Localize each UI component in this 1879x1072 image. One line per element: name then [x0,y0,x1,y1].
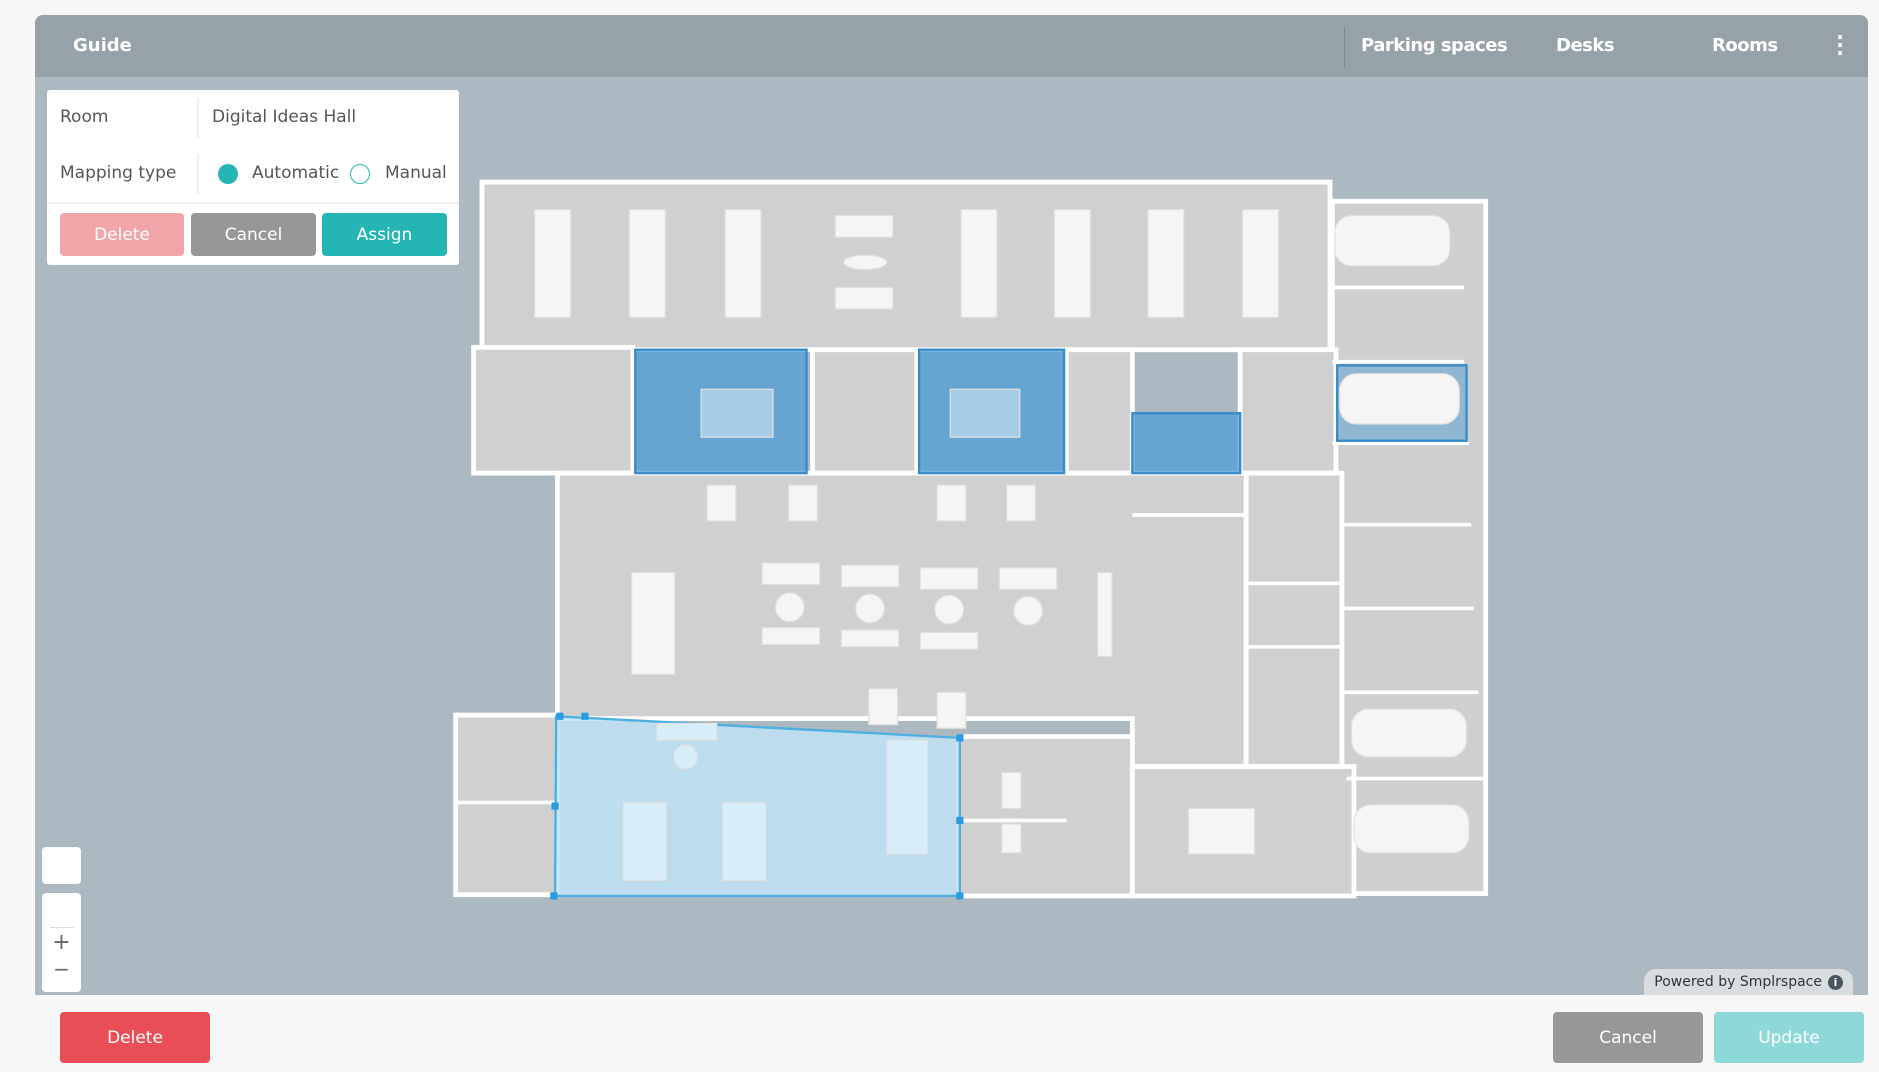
cancel-button[interactable]: Cancel [1553,1012,1703,1063]
room-label: Room [60,107,109,127]
tab-rooms[interactable]: Rooms [1712,35,1778,56]
floor-plan[interactable] [35,15,1868,995]
radio-automatic[interactable] [218,164,238,184]
info-icon[interactable]: i [1828,974,1843,990]
divider [197,154,199,194]
open-office-north [479,179,1333,353]
delete-button[interactable]: Delete [60,1012,210,1063]
meeting-room-blue-1 [634,348,808,475]
room-row: Room Digital Ideas Hall [47,90,459,146]
attribution[interactable]: Powered by Smplrspace i [1644,969,1853,995]
divider [197,98,199,138]
assign-button[interactable]: Assign [322,213,447,256]
meeting-room-blue-3 [1131,412,1242,475]
room-south [956,734,1135,899]
floor-plan-map[interactable]: + − Powered by Smplrspace i [35,77,1868,995]
mapping-type-row: Mapping type Automatic Manual [47,146,459,202]
floor-map-card: Guide Parking spaces Desks Rooms ··· [35,15,1868,995]
divider [49,927,74,928]
more-vertical-icon[interactable]: ··· [1836,25,1844,65]
tab-parking-spaces[interactable]: Parking spaces [1361,35,1508,56]
mapping-type-label: Mapping type [60,163,177,183]
top-bar: Guide Parking spaces Desks Rooms ··· [35,15,1868,77]
room-mapping-panel: Room Digital Ideas Hall Mapping type Aut… [47,90,459,265]
update-button[interactable]: Update [1714,1012,1864,1063]
restrooms [1237,347,1339,476]
divider [47,202,459,204]
divider [1344,27,1345,67]
zoom-in-icon[interactable]: + [52,930,71,955]
room-value: Digital Ideas Hall [212,107,357,127]
room-southwest [453,712,560,898]
attribution-text: Powered by Smplrspace [1654,974,1822,990]
lounge [810,347,920,476]
panel-cancel-button[interactable]: Cancel [191,213,316,256]
zoom-out-icon[interactable]: − [53,957,70,981]
room-west [471,344,636,476]
radio-manual[interactable] [350,164,370,184]
room-corridor [1064,347,1135,476]
tab-desks[interactable]: Desks [1556,35,1615,56]
tag-button[interactable] [42,847,81,884]
radio-automatic-label[interactable]: Automatic [252,163,340,183]
east-rooms [1243,470,1345,769]
zoom-controls: + − [42,893,81,992]
guide-title: Guide [73,35,132,56]
radio-manual-label[interactable]: Manual [385,163,447,183]
panel-delete-button[interactable]: Delete [60,213,184,256]
